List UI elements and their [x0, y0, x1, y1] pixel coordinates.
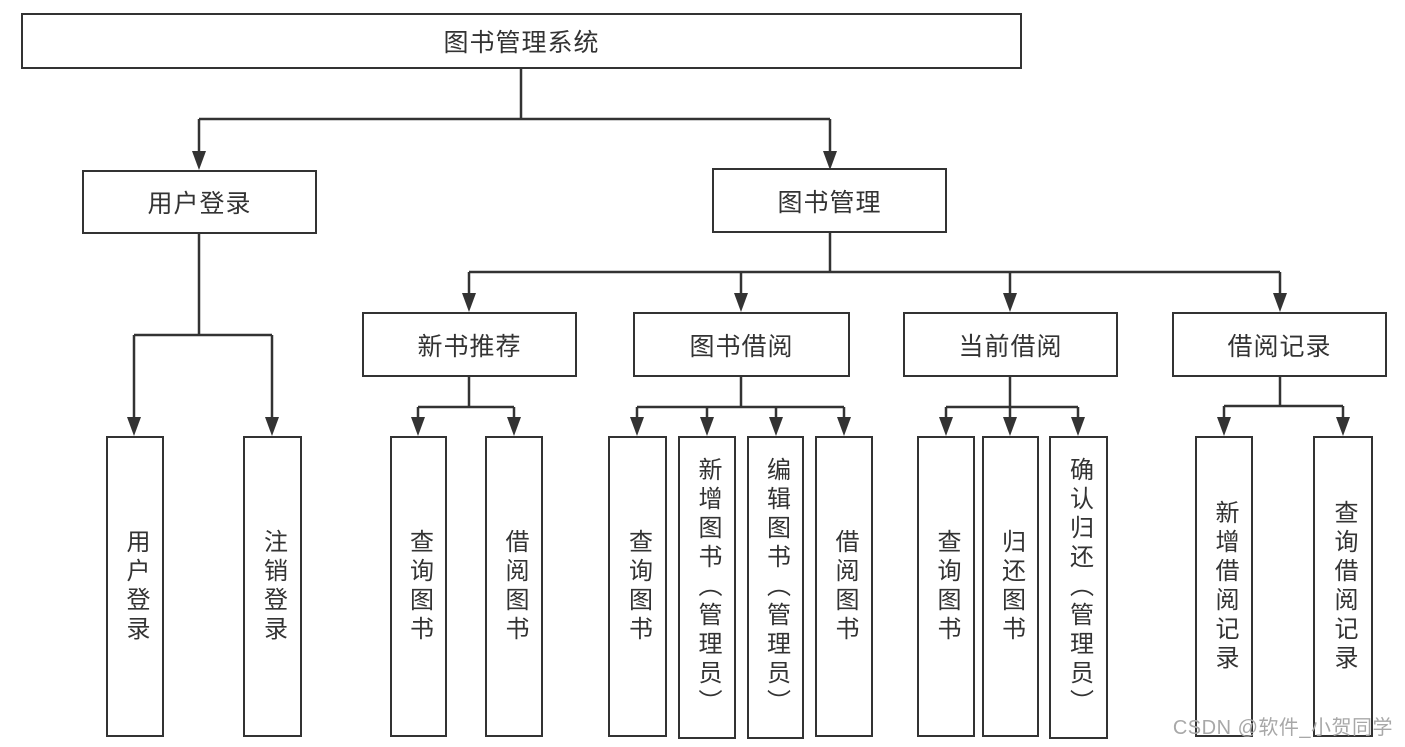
node-return-book: 归还图书: [982, 436, 1039, 737]
arrow-down-icon: [127, 417, 141, 436]
arrow-down-icon: [769, 417, 783, 436]
arrow-down-icon: [1217, 417, 1231, 436]
arrow-down-icon: [411, 417, 425, 436]
arrow-down-icon: [1071, 417, 1085, 436]
node-current-borrowing: 当前借阅: [903, 312, 1118, 377]
node-query-books-3: 查询图书: [917, 436, 975, 737]
node-root: 图书管理系统: [21, 13, 1022, 69]
arrow-down-icon: [462, 293, 476, 312]
node-add-borrow-record: 新增借阅记录: [1195, 436, 1253, 737]
arrow-down-icon: [837, 417, 851, 436]
node-borrowing-records: 借阅记录: [1172, 312, 1387, 377]
node-new-book-recommend: 新书推荐: [362, 312, 577, 377]
node-query-books-1: 查询图书: [390, 436, 447, 737]
arrow-down-icon: [192, 151, 206, 170]
arrow-down-icon: [1003, 417, 1017, 436]
node-confirm-return-admin: 确认归还（管理员）: [1049, 436, 1108, 739]
node-logout: 注销登录: [243, 436, 302, 737]
arrow-down-icon: [1273, 293, 1287, 312]
arrow-down-icon: [734, 293, 748, 312]
node-add-book-admin: 新增图书（管理员）: [678, 436, 736, 739]
arrow-down-icon: [1003, 293, 1017, 312]
arrow-down-icon: [507, 417, 521, 436]
arrow-down-icon: [700, 417, 714, 436]
node-query-books-2: 查询图书: [608, 436, 667, 737]
node-book-borrowing: 图书借阅: [633, 312, 850, 377]
node-edit-book-admin: 编辑图书（管理员）: [747, 436, 804, 739]
arrow-down-icon: [630, 417, 644, 436]
arrow-down-icon: [265, 417, 279, 436]
watermark: CSDN @软件_小贺同学: [1172, 717, 1393, 739]
arrow-down-icon: [1336, 417, 1350, 436]
arrow-down-icon: [939, 417, 953, 436]
node-borrow-books-2: 借阅图书: [815, 436, 873, 737]
node-book-management: 图书管理: [712, 168, 947, 233]
node-query-borrow-record: 查询借阅记录: [1313, 436, 1373, 737]
node-user-login-group: 用户登录: [82, 170, 317, 234]
node-borrow-books-1: 借阅图书: [485, 436, 543, 737]
node-user-login: 用户登录: [106, 436, 164, 737]
arrow-down-icon: [823, 151, 837, 170]
